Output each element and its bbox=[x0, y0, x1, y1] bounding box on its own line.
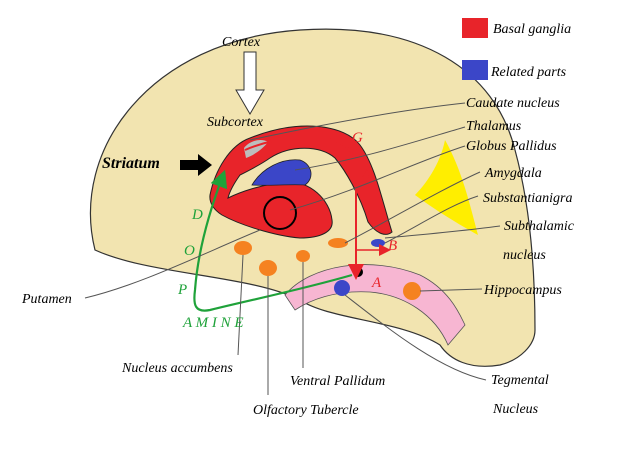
hippocampus-leader bbox=[419, 288, 483, 292]
nucleus-accumbens-dot bbox=[234, 241, 252, 255]
dopamine-letter-p: P bbox=[177, 282, 187, 298]
subthalamic-leader bbox=[384, 225, 501, 239]
amygdala-dot bbox=[328, 238, 348, 248]
substantia-nigra-dot bbox=[371, 239, 385, 247]
amygdala-label: Amygdala bbox=[484, 166, 542, 181]
striatum-label: Striatum bbox=[102, 155, 160, 172]
subthalamic-label-2: nucleus bbox=[503, 248, 546, 263]
substantia-nigra-label: Substantianigra bbox=[483, 191, 572, 206]
thalamus-leader bbox=[294, 126, 466, 171]
globus-pallidus-ring bbox=[263, 196, 297, 230]
gaba-letter-a1: A bbox=[361, 166, 372, 182]
putamen-label: Putamen bbox=[21, 292, 72, 307]
dopamine-letter-d: D bbox=[191, 207, 203, 223]
caudate-label: Caudate nucleus bbox=[466, 96, 560, 111]
gaba-pathway bbox=[244, 135, 364, 280]
cortex-arrow bbox=[235, 51, 265, 115]
thalamus-label: Thalamus bbox=[466, 119, 522, 134]
hippocampus-label: Hippocampus bbox=[483, 283, 562, 298]
striatum-arrow bbox=[180, 154, 212, 176]
striatum-shape bbox=[209, 125, 393, 239]
caudate-leader bbox=[249, 102, 466, 141]
hippocampus-dot bbox=[403, 282, 421, 300]
legend-swatch-related-parts bbox=[462, 60, 488, 80]
thalamus-region bbox=[251, 159, 312, 186]
olfactory-tubercle-label: Olfactory Tubercle bbox=[253, 403, 359, 418]
yellow-region bbox=[415, 140, 478, 235]
ventral-pallidum-dot bbox=[296, 250, 310, 262]
legend-label-basal-ganglia: Basal ganglia bbox=[493, 22, 571, 37]
globus-pallidus-label: Globus Pallidus bbox=[466, 139, 557, 154]
legend-label-related-parts: Related parts bbox=[490, 65, 567, 80]
dopamine-pathway bbox=[193, 169, 353, 312]
dopamine-letter-o: O bbox=[184, 243, 195, 259]
cortex-label: Cortex bbox=[222, 35, 261, 50]
vta-dot bbox=[353, 267, 363, 277]
dopamine-letters-amine: A M I N E bbox=[182, 315, 244, 331]
amygdala-leader bbox=[344, 171, 481, 244]
tegmental-label-1: Tegmental bbox=[491, 373, 549, 388]
gaba-letter-a2: A bbox=[371, 275, 382, 291]
putamen-leader bbox=[84, 229, 261, 299]
tegmental-leader bbox=[344, 294, 487, 381]
subthalamic-label-1: Subthalamic bbox=[504, 219, 575, 234]
olfactory-tubercle-dot bbox=[259, 260, 277, 276]
accumbens-leader bbox=[237, 254, 244, 356]
gaba-letter-g: G bbox=[352, 130, 363, 146]
nucleus-accumbens-label: Nucleus accumbens bbox=[121, 361, 233, 376]
ventral-pallidum-label: Ventral Pallidum bbox=[290, 374, 385, 389]
tegmental-label-2: Nucleus bbox=[492, 402, 539, 417]
tegmental-dot bbox=[334, 280, 350, 296]
globus-leader bbox=[289, 145, 466, 211]
gaba-letter-b: B bbox=[388, 238, 397, 254]
subcortex-label: Subcortex bbox=[207, 115, 264, 130]
legend-swatch-basal-ganglia bbox=[462, 18, 488, 38]
